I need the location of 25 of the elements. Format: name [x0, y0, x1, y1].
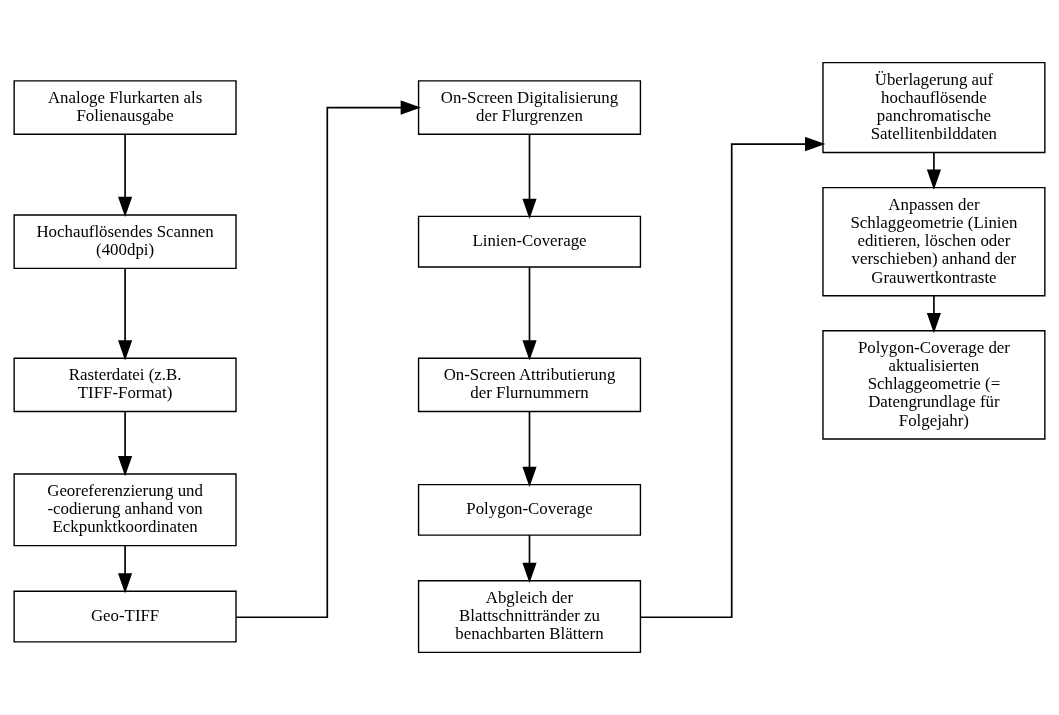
arrow: [522, 534, 537, 584]
arrow: [118, 545, 133, 594]
arrow: [926, 294, 941, 334]
arrow: [235, 100, 421, 619]
node-box: Linien-Coverage: [417, 215, 642, 268]
arrow: [522, 411, 537, 488]
node-box: Anpassen der Schlaggeometrie (Linien editieren, löschen oder verschieben) anhand der Grauwertkontraste: [822, 186, 1046, 297]
arrow: [118, 267, 133, 361]
arrow: [118, 133, 133, 218]
node-box: Analoge Flurkarten als Folienausgabe: [13, 80, 237, 135]
node-box: Überlagerung auf hochauflösende panchromatische Satellitenbilddaten: [822, 61, 1046, 154]
arrow: [926, 151, 941, 190]
arrow: [522, 133, 537, 219]
node-box: Hochauflösendes Scannen (400dpi): [13, 214, 237, 270]
node-box: Polygon-Coverage: [417, 483, 642, 536]
node-box: On-Screen Digitalisierung der Flurgrenzen: [417, 80, 642, 135]
node-box: On-Screen Attributierung der Flurnummern: [417, 357, 642, 413]
arrow: [639, 136, 826, 619]
node-box: Polygon-Coverage der aktualisierten Schlaggeometrie (= Datengrundlage für Folgejahr): [822, 330, 1046, 440]
arrow: [522, 266, 537, 361]
node-box: Geo-TIFF: [13, 590, 237, 643]
node-box: Georeferenzierung und -codierung anhand von Eckpunktkoordinaten: [13, 473, 237, 547]
arrow: [118, 411, 133, 477]
node-box: Rasterdatei (z.B. TIFF-Format): [13, 357, 237, 413]
node-box: Abgleich der Blattschnittränder zu benachbarten Blättern: [417, 580, 642, 654]
